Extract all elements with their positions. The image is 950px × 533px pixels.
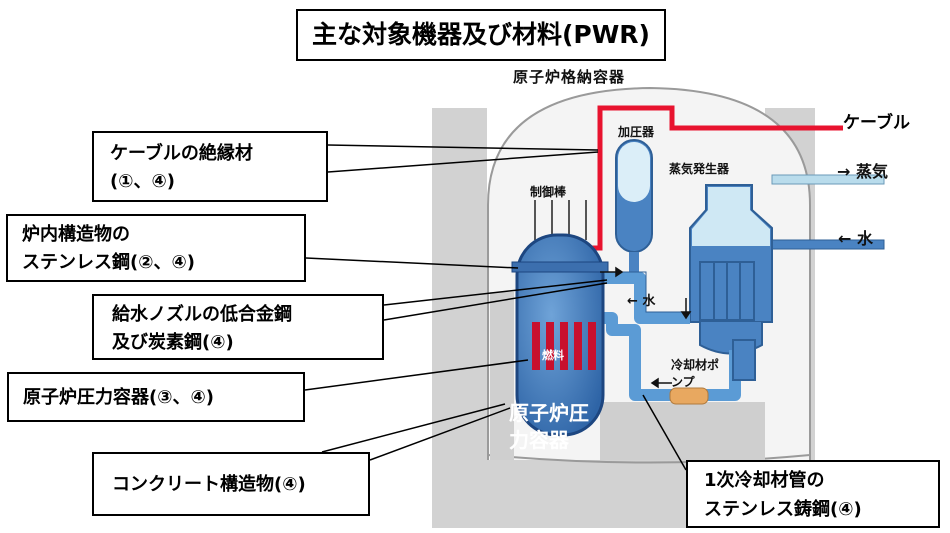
leader-lines <box>304 144 687 471</box>
cable-line <box>588 105 843 251</box>
water-in-label: ← 水 <box>838 229 873 248</box>
pressurizer-label: 加圧器 <box>618 125 655 139</box>
callout-line: 及び炭素鋼(④) <box>112 332 234 353</box>
callout-cable-insulation: ケーブルの絶縁材 (①、④) <box>92 131 328 202</box>
flow-arrows <box>600 266 692 389</box>
fuel-label: 燃料 <box>542 349 564 362</box>
callout-line: 原子炉圧力容器(③、④) <box>23 387 214 408</box>
coolant-pump-label: 冷却材ポンプ <box>671 358 720 389</box>
reactor-vessel-label: 原子炉圧力容器 <box>509 401 589 452</box>
cable-label: ケーブル <box>843 113 910 133</box>
callout-line: ステンレス鋳鋼(④) <box>704 499 862 520</box>
callout-line: コンクリート構造物(④) <box>112 474 306 495</box>
callout-line: ケーブルの絶縁材 <box>110 143 253 164</box>
callout-concrete: コンクリート構造物(④) <box>92 452 370 516</box>
primary-loop <box>590 272 741 401</box>
callout-line: (①、④) <box>110 171 175 192</box>
callout-line: 1次冷却材管の <box>704 470 825 491</box>
callout-line: ステンレス鋼(②、④) <box>22 252 195 273</box>
callout-pressure-vessel: 原子炉圧力容器(③、④) <box>7 372 305 422</box>
control-rods-label: 制御棒 <box>530 185 567 199</box>
fuel-rods <box>532 322 596 370</box>
steam-label: → 蒸気 <box>837 162 888 181</box>
water-inner-label: ← 水 <box>627 294 656 309</box>
callout-primary-pipe: 1次冷却材管の ステンレス鋳鋼(④) <box>686 460 940 528</box>
page-title: 主な対象機器及び材料(PWR) <box>311 20 650 49</box>
callout-line: 給水ノズルの低合金鋼 <box>112 304 292 325</box>
inner-concrete <box>490 292 765 460</box>
pressurizer <box>615 139 653 272</box>
callout-nozzle: 給水ノズルの低合金鋼 及び炭素鋼(④) <box>92 294 384 360</box>
steam-generator-label: 蒸気発生器 <box>669 162 730 176</box>
containment-label: 原子炉格納容器 <box>513 68 626 86</box>
callout-line: 炉内構造物の <box>22 224 130 245</box>
callout-internals: 炉内構造物の ステンレス鋼(②、④) <box>6 214 306 282</box>
steam-generator <box>689 184 773 355</box>
coolant-pump <box>669 339 756 405</box>
title-box: 主な対象機器及び材料(PWR) <box>296 9 666 61</box>
containment-floor <box>487 454 811 464</box>
steam-pipe <box>771 174 885 185</box>
control-rod-lines <box>534 200 587 240</box>
